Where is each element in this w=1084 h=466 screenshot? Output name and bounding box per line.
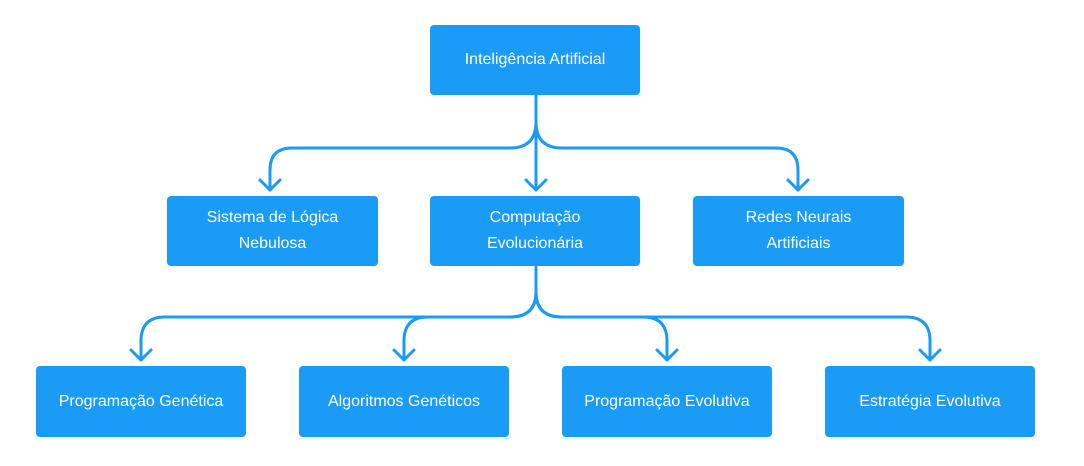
- node-sistema-logica-nebulosa: Sistema de Lógica Nebulosa: [167, 196, 378, 266]
- connector-evo-to-es: [534, 290, 932, 362]
- node-label: Programação Evolutiva: [584, 392, 750, 410]
- arrowhead-ga: [392, 348, 416, 362]
- arrowhead-fuzzy: [258, 178, 282, 192]
- connector-root-to-neural: [534, 120, 800, 192]
- arrowhead-es: [918, 348, 942, 362]
- node-label-line2: Artificiais: [766, 235, 831, 252]
- node-computacao-evolucionaria: Computação Evolucionária: [430, 196, 640, 266]
- node-label: Inteligência Artificial: [464, 51, 606, 68]
- node-programacao-evolutiva: Programação Evolutiva: [562, 366, 772, 437]
- node-label: Programação Genética: [58, 392, 224, 410]
- connector-evo-to-ga: [402, 290, 538, 362]
- arrowhead-gp: [129, 348, 153, 362]
- arrowhead-neural: [786, 178, 810, 192]
- arrowhead-evo: [524, 178, 548, 192]
- connector-evo-to-ep: [534, 290, 669, 362]
- node-label-line2: Evolucionária: [486, 235, 584, 252]
- node-label-line1: Redes Neurais: [745, 209, 852, 226]
- connector-root-to-fuzzy: [268, 120, 538, 192]
- node-inteligencia-artificial: Inteligência Artificial: [430, 25, 640, 95]
- node-label-line1: Sistema de Lógica: [206, 209, 339, 226]
- node-redes-neurais-artificiais: Redes Neurais Artificiais: [693, 196, 904, 266]
- node-label-block: Redes Neurais Artificiais: [746, 205, 852, 257]
- connector-evo-to-gp: [139, 290, 538, 362]
- node-label-block: Sistema de Lógica Nebulosa: [207, 205, 339, 257]
- node-label-line1: Computação: [489, 209, 581, 226]
- connector-group-root: [258, 94, 810, 192]
- node-label-block: Computação Evolucionária: [487, 205, 583, 257]
- node-label-line2: Nebulosa: [238, 235, 307, 252]
- node-estrategia-evolutiva: Estratégia Evolutiva: [825, 366, 1035, 437]
- node-programacao-genetica: Programação Genética: [36, 366, 246, 437]
- node-algoritmos-geneticos: Algoritmos Genéticos: [299, 366, 509, 437]
- node-label: Algoritmos Genéticos: [327, 392, 481, 410]
- connector-group-evo: [129, 265, 942, 362]
- arrowhead-ep: [655, 348, 679, 362]
- node-label: Estratégia Evolutiva: [859, 392, 1001, 410]
